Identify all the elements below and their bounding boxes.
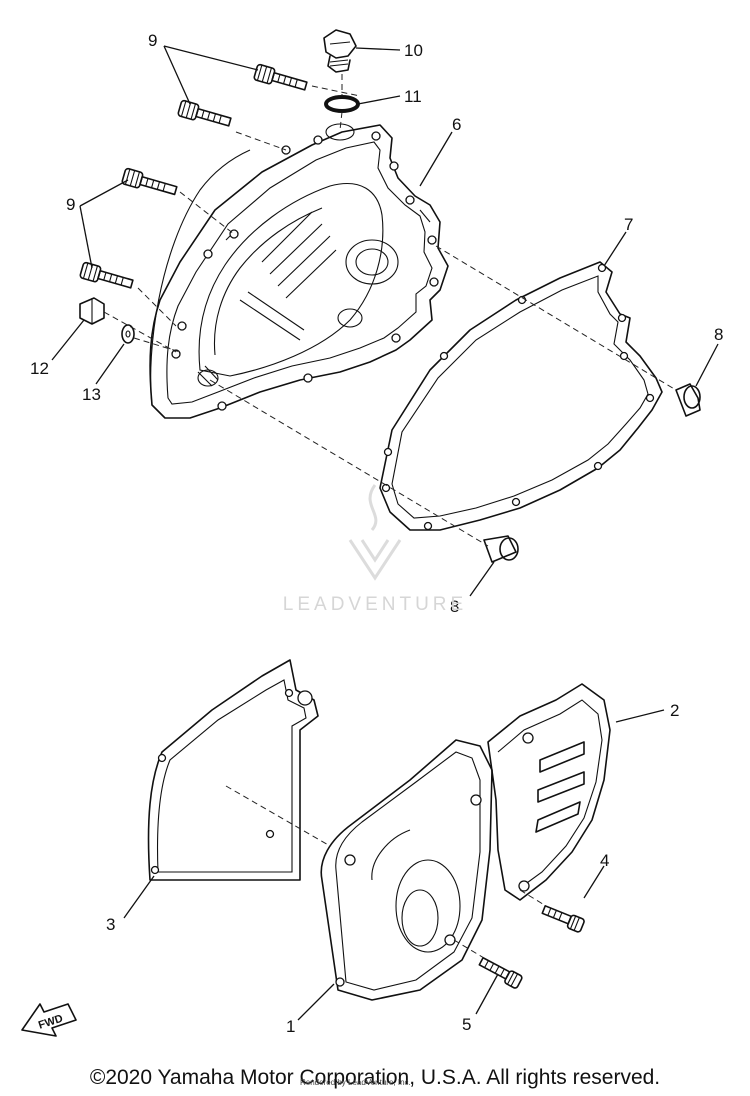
callout-8-right: 8 bbox=[714, 325, 723, 344]
callout-1: 1 bbox=[286, 1017, 295, 1036]
generator-gasket-part bbox=[147, 659, 319, 881]
dowel-pin-part bbox=[483, 383, 701, 563]
gasket-part bbox=[379, 261, 663, 531]
callout-7: 7 bbox=[624, 215, 633, 234]
screw-part bbox=[478, 905, 585, 989]
callout-12: 12 bbox=[30, 359, 49, 378]
watermark-logo-icon bbox=[348, 484, 402, 581]
crankcase-cover-part bbox=[149, 123, 449, 419]
fwd-label: FWD bbox=[37, 1013, 65, 1032]
washer-part bbox=[121, 324, 135, 344]
exploded-parts-diagram: FWD 9 10 11 6 9 7 12 13 8 8 2 3 4 1 bbox=[21, 29, 723, 1037]
callout-6: 6 bbox=[452, 115, 461, 134]
o-ring-part bbox=[324, 95, 360, 113]
callout-11: 11 bbox=[404, 87, 422, 106]
forward-arrow-icon: FWD bbox=[21, 1003, 77, 1037]
watermark-text: LEADVENTURE bbox=[282, 594, 468, 615]
callout-leaders bbox=[51, 45, 719, 1021]
callout-labels: 9 10 11 6 9 7 12 13 8 8 2 3 4 1 5 bbox=[30, 31, 723, 1036]
alignment-lines-bottom bbox=[225, 785, 547, 959]
bolt-part bbox=[79, 63, 308, 289]
callout-8-center: 8 bbox=[450, 597, 459, 616]
render-credit: Rendered by LeadVenture, Inc. bbox=[300, 1078, 411, 1087]
callout-2: 2 bbox=[670, 701, 679, 720]
callout-10: 10 bbox=[404, 41, 423, 60]
alignment-lines bbox=[103, 74, 677, 547]
callout-3: 3 bbox=[106, 915, 115, 934]
chain-cover-part bbox=[487, 683, 611, 901]
oil-plug-part bbox=[323, 29, 357, 73]
drain-bolt-part bbox=[79, 297, 105, 325]
callout-9-top: 9 bbox=[148, 31, 157, 50]
copyright-notice: ©2020 Yamaha Motor Corporation, U.S.A. A… bbox=[89, 1066, 661, 1089]
generator-cover-part bbox=[320, 739, 493, 1001]
callout-13: 13 bbox=[82, 385, 101, 404]
callout-5: 5 bbox=[462, 1015, 471, 1034]
callout-4: 4 bbox=[600, 851, 609, 870]
callout-9-left: 9 bbox=[66, 195, 75, 214]
